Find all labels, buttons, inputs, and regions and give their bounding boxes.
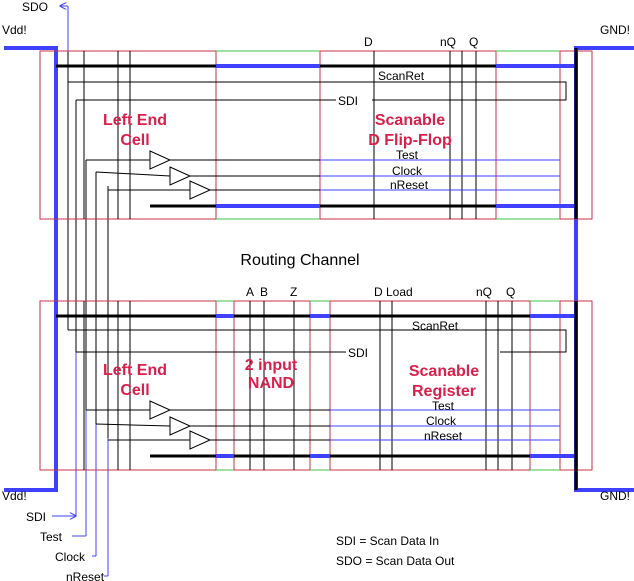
test-buffer-icon: [149, 150, 172, 170]
nreset-buffer-icon: [189, 180, 212, 200]
top-row: [39, 48, 593, 220]
pin-nq-2: nQ: [476, 285, 492, 299]
test-buffer-icon-2: [149, 400, 172, 420]
legend-sdi: SDI = Scan Data In: [336, 534, 439, 548]
test-internal-label-2: Test: [432, 399, 455, 413]
scanret-label-2: ScanRet: [412, 319, 459, 333]
test-label: Test: [40, 530, 63, 544]
nand-cell-box: [233, 300, 311, 471]
sdi-internal-label: SDI: [338, 94, 358, 108]
test-internal-label: Test: [396, 148, 419, 162]
nreset-internal-label: nReset: [390, 178, 429, 192]
pin-dload: D Load: [374, 285, 413, 299]
left-end-cell-title-1: Left End: [103, 112, 167, 129]
gnd-bottom-label: GND!: [600, 489, 630, 503]
clock-buffer-icon: [169, 166, 192, 186]
pin-d: D: [364, 35, 373, 49]
nand-title-1: 2 input: [245, 357, 298, 374]
bottom-row: [39, 300, 593, 490]
pin-q: Q: [469, 35, 478, 49]
signal-wires: [52, 6, 109, 577]
pin-a: A: [246, 285, 254, 299]
clock-buffer-icon-2: [169, 416, 192, 436]
clock-label: Clock: [55, 550, 86, 564]
power-rails: [4, 46, 634, 492]
nreset-buffer-icon-2: [189, 430, 212, 450]
vdd-rail: [4, 46, 58, 492]
sdi-label: SDI: [26, 510, 46, 524]
gnd-rail: [574, 46, 634, 492]
scanret-label: ScanRet: [378, 69, 425, 83]
pin-b: B: [260, 285, 268, 299]
gnd-top-label: GND!: [600, 23, 630, 37]
register-title-1: Scanable: [409, 363, 479, 380]
nreset-label: nReset: [66, 570, 105, 581]
dff-title-2: D Flip-Flop: [368, 132, 452, 149]
left-end-cell-title-4: Cell: [120, 382, 149, 399]
nreset-internal-label-2: nReset: [424, 429, 463, 443]
sdi-internal-label-2: SDI: [348, 346, 368, 360]
left-end-cell-box-2: [39, 300, 217, 471]
pin-z: Z: [290, 285, 297, 299]
vdd-top-label: Vdd!: [2, 23, 27, 37]
left-end-cell-box: [39, 50, 217, 220]
legend-sdo: SDO = Scan Data Out: [336, 554, 455, 568]
register-title-2: Register: [412, 383, 476, 400]
dff-cell-box: [319, 50, 497, 220]
vdd-bottom-label: Vdd!: [2, 489, 27, 503]
register-cell-box: [329, 300, 531, 471]
routing-channel-label: Routing Channel: [240, 252, 359, 269]
dff-title-1: Scanable: [375, 112, 445, 129]
nand-title-2: NAND: [248, 375, 294, 392]
pin-nq: nQ: [440, 35, 456, 49]
pin-q-2: Q: [506, 285, 515, 299]
sdo-label: SDO: [22, 0, 48, 14]
left-end-cell-title-2: Cell: [120, 132, 149, 149]
left-end-cell-title-3: Left End: [103, 362, 167, 379]
clock-internal-label-2: Clock: [426, 414, 457, 428]
clock-internal-label: Clock: [392, 164, 423, 178]
